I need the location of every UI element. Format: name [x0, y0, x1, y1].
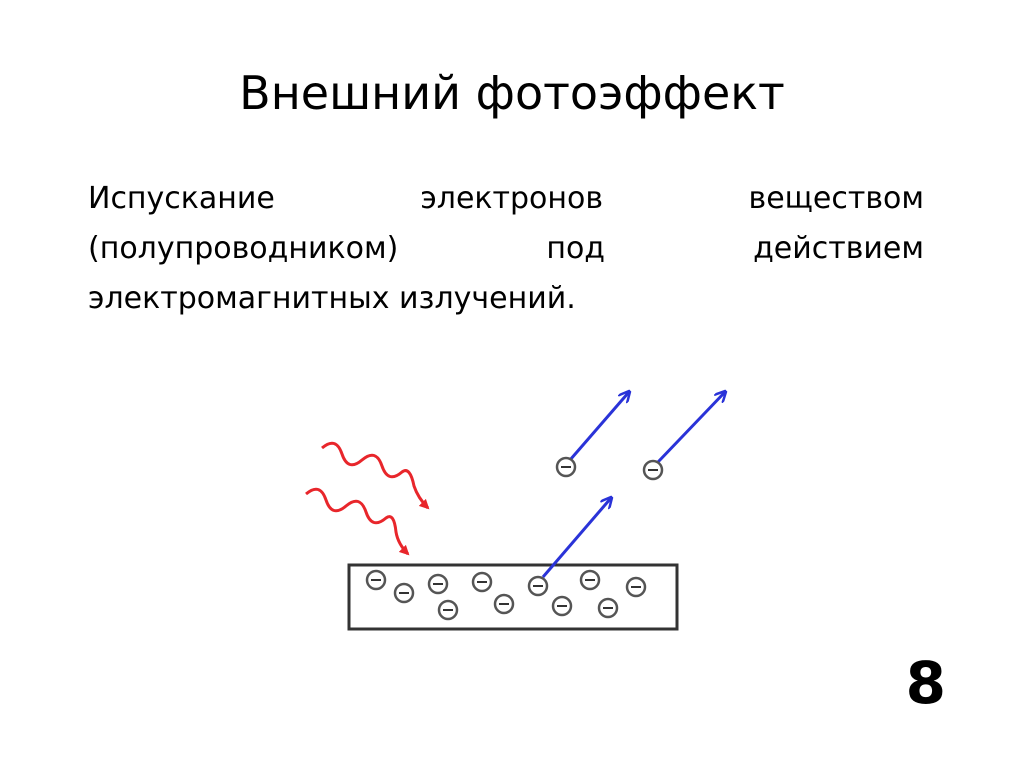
electron-in-block [437, 599, 459, 621]
electron-in-block [551, 595, 573, 617]
semiconductor-block [347, 563, 679, 631]
electron-emitted-2 [642, 459, 664, 481]
electron-in-block [527, 575, 549, 597]
electron-in-block [597, 597, 619, 619]
photon-wave-2 [305, 487, 410, 556]
electron-path-2 [656, 392, 725, 464]
slide-body-text: Испускание электронов веществом (полупро… [88, 181, 924, 316]
electron-in-block [393, 582, 415, 604]
block-electrons [365, 569, 647, 621]
electron-emitted-1 [555, 456, 577, 478]
electron-in-block [625, 576, 647, 598]
electron-path-1 [568, 392, 629, 461]
slide-title: Внешний фотоэффект [239, 66, 785, 120]
electron-in-block [579, 569, 601, 591]
electron-path-emerging [541, 498, 611, 578]
electron-in-block [471, 571, 493, 593]
photon-wave-1 [321, 441, 430, 510]
electron-in-block [365, 569, 387, 591]
page-number: 8 [905, 649, 946, 717]
electron-in-block [427, 573, 449, 595]
electron-in-block [493, 593, 515, 615]
